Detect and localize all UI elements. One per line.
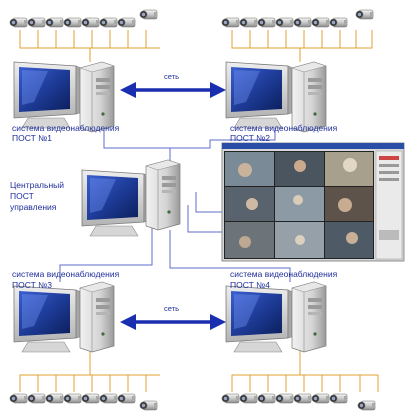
- camera-icon: [9, 17, 28, 28]
- camera-icon: [45, 393, 64, 404]
- camera-icon: [239, 393, 258, 404]
- post4-label-line2: ПОСТ №4: [230, 280, 270, 290]
- camera-group-bottom-right: [221, 393, 376, 411]
- camera-icon: [27, 393, 46, 404]
- post2-label-line2: ПОСТ №2: [230, 133, 270, 143]
- video-wall-screenshot-icon: [221, 142, 405, 262]
- workstation-central: [81, 159, 181, 237]
- pc-tower-icon: [145, 159, 181, 231]
- camera-group-top-right: [221, 9, 374, 28]
- monitor-icon: [225, 285, 303, 353]
- camera-icon: [239, 17, 258, 28]
- central-label-line1: Центральный: [10, 180, 64, 190]
- camera-icon: [355, 9, 374, 20]
- camera-icon: [311, 17, 330, 28]
- workstation-post-1: [13, 61, 115, 133]
- camera-icon: [117, 17, 136, 28]
- double-arrow-icon: [120, 82, 226, 98]
- camera-wires: [19, 30, 379, 392]
- camera-icon: [329, 393, 348, 404]
- camera-icon: [117, 393, 136, 404]
- camera-icon: [257, 393, 276, 404]
- camera-group-bottom-left: [9, 393, 158, 411]
- camera-icon: [63, 393, 82, 404]
- post1-label-line1: система видеонаблюдения: [12, 123, 120, 133]
- camera-group-top-left: [9, 9, 158, 28]
- monitor-icon: [225, 61, 303, 129]
- pc-tower-icon: [291, 281, 327, 353]
- camera-icon: [81, 17, 100, 28]
- monitor-icon: [13, 285, 91, 353]
- post1-label-line2: ПОСТ №1: [12, 133, 52, 143]
- double-arrow-icon: [120, 314, 226, 330]
- network-label-top: сеть: [164, 72, 179, 81]
- camera-icon: [293, 393, 312, 404]
- post2-label-line1: система видеонаблюдения: [230, 123, 338, 133]
- pc-tower-icon: [79, 61, 115, 133]
- workstation-post-2: [225, 61, 327, 133]
- central-label-line2: ПОСТ: [10, 191, 34, 201]
- camera-icon: [221, 393, 240, 404]
- camera-icon: [139, 9, 158, 20]
- pc-tower-icon: [291, 61, 327, 133]
- post4-label-line1: система видеонаблюдения: [230, 269, 338, 279]
- camera-icon: [139, 400, 158, 411]
- camera-icon: [257, 17, 276, 28]
- camera-icon: [357, 400, 376, 411]
- camera-icon: [221, 17, 240, 28]
- camera-icon: [81, 393, 100, 404]
- camera-icon: [27, 17, 46, 28]
- workstation-post-3: [13, 281, 115, 353]
- camera-icon: [293, 17, 312, 28]
- camera-icon: [275, 393, 294, 404]
- network-label-bottom: сеть: [164, 304, 179, 313]
- camera-icon: [9, 393, 28, 404]
- workstation-post-4: [225, 281, 327, 353]
- post3-label-line2: ПОСТ №3: [12, 280, 52, 290]
- camera-icon: [45, 17, 64, 28]
- monitor-icon: [13, 61, 91, 129]
- camera-icon: [99, 17, 118, 28]
- camera-icon: [275, 17, 294, 28]
- pc-tower-icon: [79, 281, 115, 353]
- camera-icon: [311, 393, 330, 404]
- camera-icon: [99, 393, 118, 404]
- camera-icon: [63, 17, 82, 28]
- camera-icon: [329, 17, 348, 28]
- central-label-line3: управления: [10, 202, 57, 212]
- post3-label-line1: система видеонаблюдения: [12, 269, 120, 279]
